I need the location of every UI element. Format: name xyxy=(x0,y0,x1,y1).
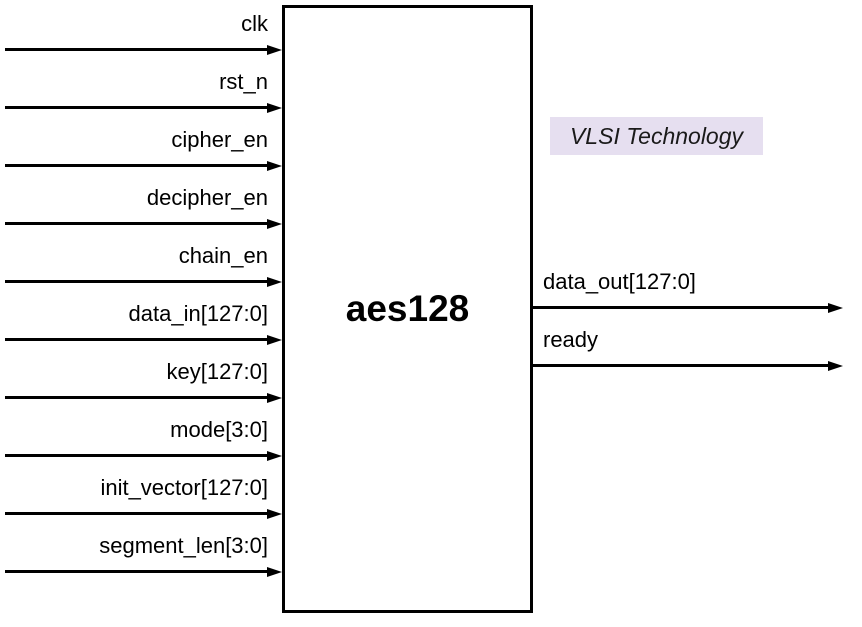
input-signal-wire xyxy=(5,164,268,167)
module-title: aes128 xyxy=(345,288,470,329)
arrowhead-icon xyxy=(267,45,282,55)
input-signal-wire xyxy=(5,280,268,283)
arrowhead-icon xyxy=(267,219,282,229)
output-signal-label: data_out[127:0] xyxy=(543,269,696,294)
output-signal-label: ready xyxy=(543,327,599,352)
input-signal-label: key[127:0] xyxy=(166,359,268,384)
output-signal-wire xyxy=(533,364,829,367)
input-signal-wire xyxy=(5,338,268,341)
input-signal-wire xyxy=(5,48,268,51)
input-signal-label: clk xyxy=(241,11,268,36)
input-signal-label: segment_len[3:0] xyxy=(99,533,268,558)
arrowhead-icon xyxy=(828,361,843,371)
output-signal-wire xyxy=(533,306,829,309)
arrowhead-icon xyxy=(828,303,843,313)
watermark-badge: VLSI Technology xyxy=(550,117,763,155)
arrowhead-icon xyxy=(267,451,282,461)
input-signal-wire xyxy=(5,570,268,573)
input-signal-wire xyxy=(5,396,268,399)
arrowhead-icon xyxy=(267,509,282,519)
arrowhead-icon xyxy=(267,277,282,287)
input-signal-label: cipher_en xyxy=(171,127,268,152)
arrowhead-icon xyxy=(267,103,282,113)
arrowhead-icon xyxy=(267,161,282,171)
input-signal-label: data_in[127:0] xyxy=(128,301,268,326)
arrowhead-icon xyxy=(267,393,282,403)
input-signal-label: rst_n xyxy=(219,69,268,94)
input-signal-wire xyxy=(5,512,268,515)
input-signal-wire xyxy=(5,222,268,225)
input-signal-label: decipher_en xyxy=(146,185,268,210)
input-signal-wire xyxy=(5,454,268,457)
input-signal-label: mode[3:0] xyxy=(170,417,268,442)
arrowhead-icon xyxy=(267,335,282,345)
input-signal-label: chain_en xyxy=(178,243,268,268)
arrowhead-icon xyxy=(267,567,282,577)
input-signal-label: init_vector[127:0] xyxy=(100,475,268,500)
module-block: aes128 xyxy=(282,5,533,613)
input-signal-wire xyxy=(5,106,268,109)
